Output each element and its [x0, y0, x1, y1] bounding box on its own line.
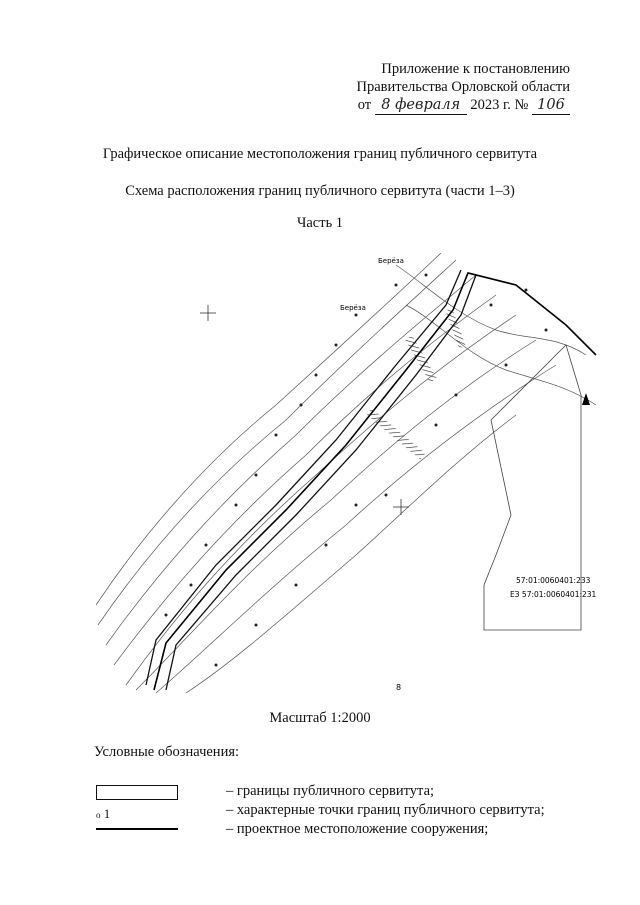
- structure-line-symbol: [96, 828, 178, 830]
- handwritten-date: 8 февраля: [374, 96, 467, 115]
- part-label: Часть 1: [296, 215, 344, 231]
- boundary-symbol: [96, 785, 178, 800]
- hatched-area: [366, 408, 426, 460]
- handwritten-number: 106: [532, 96, 570, 115]
- legend-title: Условные обозначения:: [94, 744, 240, 760]
- survey-marks: [164, 273, 548, 667]
- appendix-header-line1: Приложение к постановлению: [381, 61, 570, 77]
- parcel-label-b: ЕЗ 57:01:0060401:231: [510, 590, 597, 599]
- north-arrow-icon: [582, 393, 590, 405]
- legend-item-boundary: – границы публичного сервитута;: [94, 783, 594, 803]
- date-prefix: от: [357, 97, 372, 113]
- map-mid-label: Берёза: [340, 304, 366, 312]
- hatched-area: [445, 308, 466, 349]
- legend-item-structure: – проектное местоположение сооружения;: [94, 821, 594, 841]
- contour-lines: [95, 252, 597, 694]
- parcel-boundary: [483, 344, 582, 631]
- point-symbol: o 1: [96, 806, 111, 821]
- parcel-label-a: 57:01:0060401:233: [516, 576, 591, 585]
- cadastral-map: 57:01:0060401:233 ЕЗ 57:01:0060401:231 8…: [95, 245, 598, 697]
- document-title: Графическое описание местоположения гран…: [102, 146, 538, 162]
- legend-item-text: – границы публичного сервитута;: [226, 783, 435, 799]
- grid-crosshair: [200, 305, 409, 515]
- legend-item-points: o 1 – характерные точки границ публичног…: [94, 802, 594, 822]
- legend-item-text: – характерные точки границ публичного се…: [226, 802, 545, 818]
- appendix-header-line2: Правительства Орловской области: [356, 79, 571, 95]
- point-label: 1: [103, 806, 111, 821]
- legend-item-text: – проектное местоположение сооружения;: [226, 821, 489, 837]
- scale-label: Масштаб 1:2000: [269, 710, 371, 726]
- year-text: 2023 г. №: [470, 97, 529, 113]
- scheme-subtitle: Схема расположения границ публичного сер…: [125, 183, 515, 199]
- project-structure-line: [153, 272, 597, 691]
- map-drawing: 57:01:0060401:233 ЕЗ 57:01:0060401:231 8…: [95, 252, 597, 694]
- appendix-header-line3: от 8 февраля 2023 г. № 106: [358, 96, 570, 115]
- map-top-label: Берёза: [378, 257, 404, 265]
- hatched-area: [405, 335, 437, 383]
- map-tick-label: 8: [396, 683, 401, 692]
